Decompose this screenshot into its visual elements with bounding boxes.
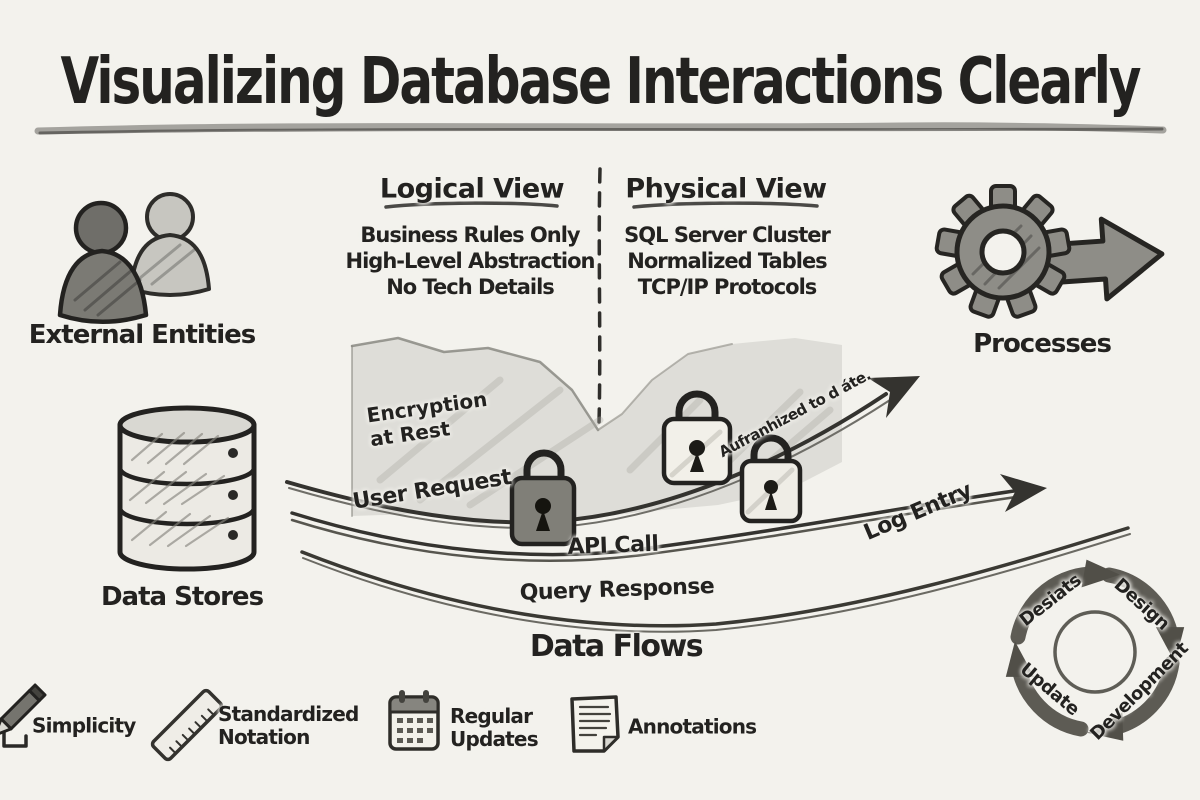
people-icon bbox=[57, 192, 211, 324]
padlock-light-icon bbox=[661, 390, 733, 486]
ruler-icon bbox=[150, 688, 224, 762]
calendar-icon bbox=[388, 690, 440, 751]
pencil-icon bbox=[0, 683, 47, 748]
logical-view-item: High-Level Abstraction bbox=[345, 248, 596, 273]
api-call-log-entry-arrow bbox=[290, 474, 1047, 562]
logical-view-heading: Logical View bbox=[379, 173, 565, 205]
padlock-light-icon bbox=[739, 434, 803, 524]
gear-arrow-icon bbox=[934, 184, 1165, 319]
page-title: Visualizing Database Interactions Clearl… bbox=[60, 43, 1142, 119]
padlock-dark-icon bbox=[509, 449, 577, 547]
legend-standardized-notation-label: Standardized Notation bbox=[218, 702, 359, 749]
logical-view-item: No Tech Details bbox=[386, 274, 555, 299]
query-response-curve bbox=[300, 526, 1131, 633]
physical-view-item: SQL Server Cluster bbox=[624, 222, 831, 247]
logical-view-item: Business Rules Only bbox=[360, 222, 580, 247]
physical-view-item: TCP/IP Protocols bbox=[637, 274, 818, 299]
data-flows-label: Data Flows bbox=[529, 628, 704, 664]
note-icon bbox=[570, 695, 620, 753]
logical-underline bbox=[384, 201, 559, 209]
data-stores-label: Data Stores bbox=[100, 582, 264, 613]
physical-view-item: Normalized Tables bbox=[627, 248, 827, 273]
title-underline bbox=[34, 122, 1167, 135]
physical-underline bbox=[632, 201, 819, 209]
lifecycle-cycle-icon bbox=[1005, 559, 1185, 741]
view-divider-dashed-line bbox=[597, 167, 602, 426]
external-entities-label: External Entities bbox=[28, 320, 256, 351]
database-icon bbox=[117, 405, 257, 572]
legend-regular-updates-label: Regular Updates bbox=[450, 704, 539, 751]
legend-annotations-label: Annotations bbox=[628, 714, 757, 739]
physical-view-heading: Physical View bbox=[625, 173, 827, 205]
legend-simplicity-label: Simplicity bbox=[32, 713, 136, 738]
api-call-label: API Call bbox=[567, 531, 659, 560]
processes-label: Processes bbox=[973, 329, 1112, 360]
